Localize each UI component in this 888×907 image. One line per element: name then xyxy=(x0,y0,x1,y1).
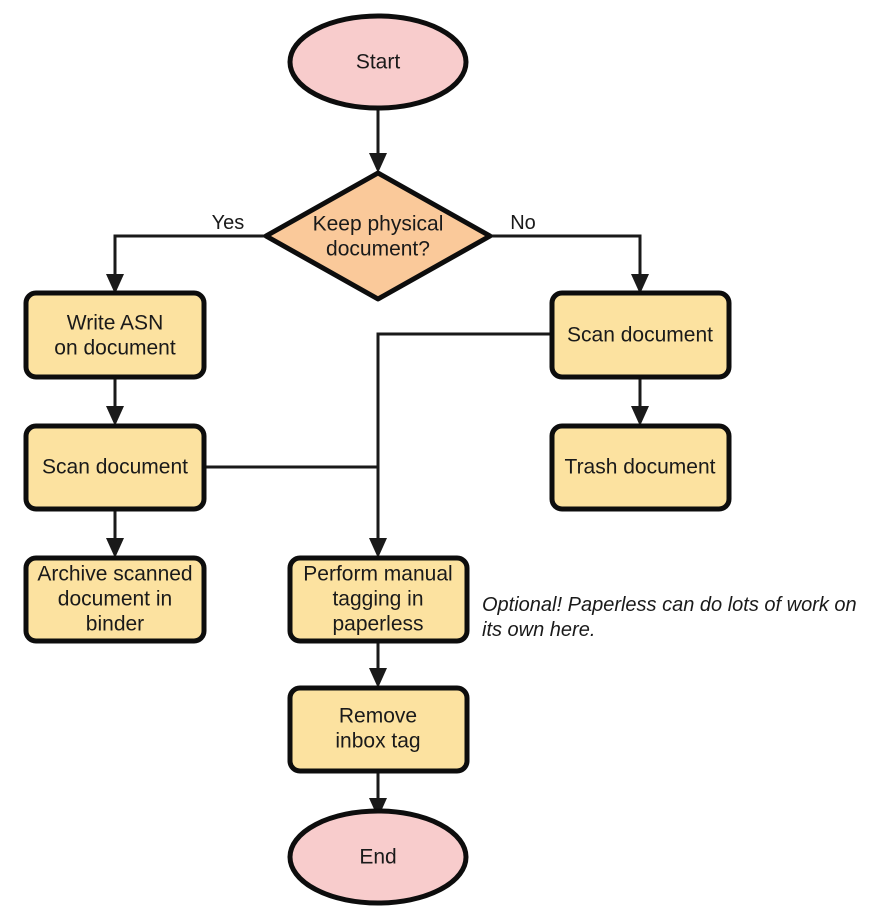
remove-inbox-label-line2: inbox tag xyxy=(335,730,420,753)
node-start[interactable]: Start xyxy=(287,13,469,111)
end-label: End xyxy=(359,846,396,869)
edge-decision-yes-to-write-asn xyxy=(106,234,266,294)
edge-remove-inbox-to-end xyxy=(369,771,387,818)
edge-scan-right-to-tagging xyxy=(369,332,552,558)
tagging-label-line3: paperless xyxy=(332,613,423,636)
edge-label-no: No xyxy=(510,212,536,234)
write-asn-label-line1: Write ASN xyxy=(67,312,163,335)
annotation-line1: Optional! Paperless can do lots of work … xyxy=(482,594,857,616)
node-scan-document-right[interactable]: Scan document xyxy=(549,290,732,380)
node-end[interactable]: End xyxy=(287,808,469,906)
decision-label-line2: document? xyxy=(326,238,430,261)
edge-label-yes: Yes xyxy=(212,212,245,234)
archive-label-line2: document in xyxy=(58,588,172,611)
edge-write-asn-to-scan-left xyxy=(106,377,124,426)
annotation-optional-note: Optional! Paperless can do lots of work … xyxy=(482,594,857,641)
archive-label-line1: Archive scanned xyxy=(37,563,192,586)
scan-right-label: Scan document xyxy=(567,324,713,347)
archive-rect-shape xyxy=(23,555,207,644)
edge-tagging-to-remove-inbox xyxy=(369,641,387,688)
trash-rect-shape xyxy=(549,423,732,512)
node-perform-manual-tagging[interactable]: Perform manual tagging in paperless xyxy=(287,555,470,644)
remove-inbox-label-line1: Remove xyxy=(339,705,417,728)
trash-label: Trash document xyxy=(565,456,716,479)
tagging-label-line1: Perform manual xyxy=(303,563,452,586)
scan-left-rect-shape xyxy=(23,423,207,512)
node-scan-document-left[interactable]: Scan document xyxy=(23,423,207,512)
write-asn-rect-shape xyxy=(23,290,207,380)
annotation-line2: its own here. xyxy=(482,619,595,641)
node-trash-document[interactable]: Trash document xyxy=(549,423,732,512)
start-ellipse-shape xyxy=(287,13,469,111)
node-archive-scanned-document[interactable]: Archive scanned document in binder xyxy=(23,555,207,644)
edge-scan-left-to-archive xyxy=(106,509,124,558)
start-label: Start xyxy=(356,51,401,74)
tagging-rect-shape xyxy=(287,555,470,644)
archive-label-line3: binder xyxy=(86,613,144,636)
decision-label-line1: Keep physical xyxy=(313,213,444,236)
node-remove-inbox-tag[interactable]: Remove inbox tag xyxy=(287,685,470,774)
end-ellipse-shape xyxy=(287,808,469,906)
edge-start-to-decision xyxy=(369,103,387,173)
scan-right-rect-shape xyxy=(549,290,732,380)
remove-inbox-rect-shape xyxy=(287,685,470,774)
node-write-asn-on-document[interactable]: Write ASN on document xyxy=(23,290,207,380)
scan-left-label: Scan document xyxy=(42,456,188,479)
node-decision-keep-physical-document[interactable]: Keep physical document? xyxy=(263,170,493,302)
decision-diamond-shape xyxy=(263,170,493,302)
edge-decision-no-to-scan-right xyxy=(490,234,649,294)
edge-scan-right-to-trash xyxy=(631,377,649,426)
tagging-label-line2: tagging in xyxy=(332,588,423,611)
write-asn-label-line2: on document xyxy=(54,337,176,360)
